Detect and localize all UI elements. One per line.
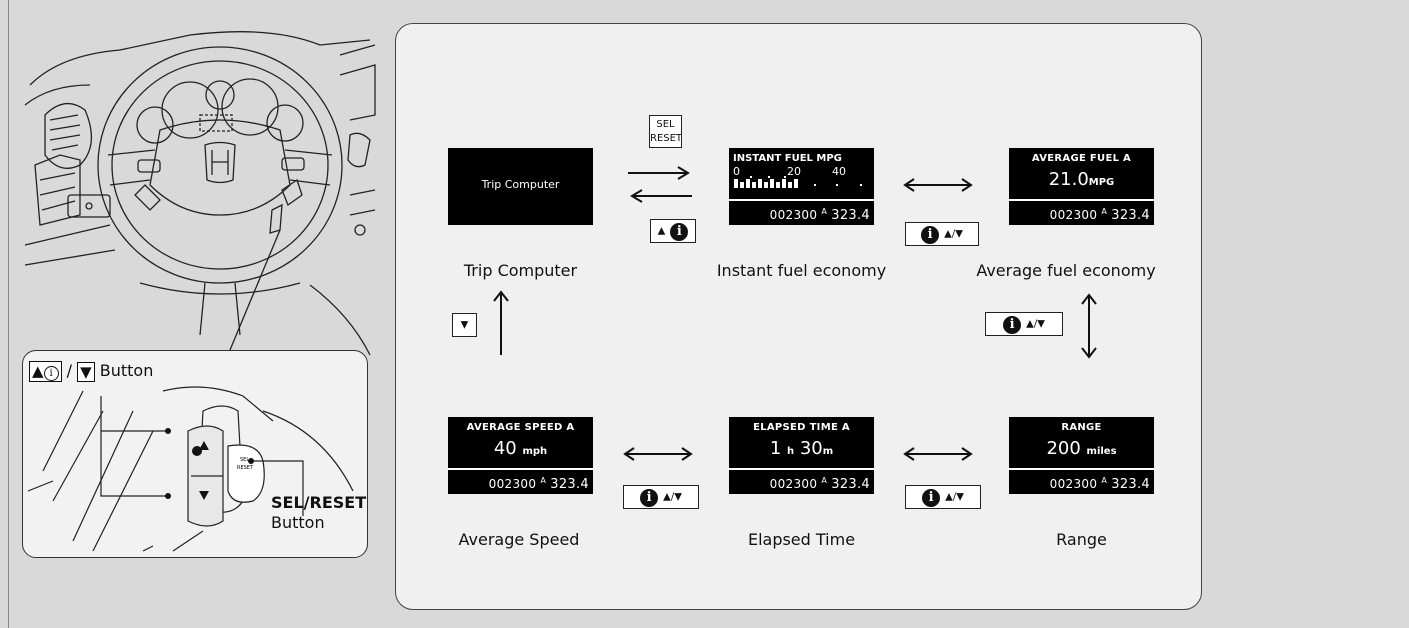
down-key: ▼ xyxy=(77,361,95,382)
trip-computer-screen: Trip Computer xyxy=(448,148,593,225)
odometer: 002300 A 323.4 xyxy=(1049,476,1150,492)
up-down-triangle-icon: ▲/▼ xyxy=(1026,318,1045,330)
info-icon: i xyxy=(670,222,689,241)
odometer: 002300 A 323.4 xyxy=(1049,207,1150,223)
range-screen: RANGE 200 miles 002300 A 323.4 xyxy=(1009,417,1154,494)
info-updown-key: i ▲/▼ xyxy=(905,485,981,509)
elapsed-time-header: ELAPSED TIME A xyxy=(753,422,850,433)
trip-computer-screen-text: Trip Computer xyxy=(481,178,560,191)
info-icon: i xyxy=(1003,315,1022,334)
instant-fuel-screen: INSTANT FUEL MPG 0 20 40 002300 A 323.4 xyxy=(729,148,874,225)
button-callout: SEL RESET ▲i / ▼ Button SEL/RESET Button xyxy=(22,350,368,558)
double-arrow-icon xyxy=(903,178,973,192)
sel-reset-key: SEL RESET xyxy=(649,115,682,148)
average-speed-value: 40 mph xyxy=(493,438,548,459)
sel-reset-key-line2: RESET xyxy=(650,133,683,144)
sel-reset-button-word: Button xyxy=(271,513,325,532)
sel-reset-label: SEL/RESET xyxy=(271,493,367,512)
trip-computer-flow-panel: Trip Computer Trip Computer SEL RESET ▲ … xyxy=(395,23,1202,610)
info-circle-icon: i xyxy=(43,366,59,381)
instant-fuel-header: INSTANT FUEL MPG xyxy=(733,153,842,164)
down-triangle-icon: ▼ xyxy=(460,319,469,331)
left-border xyxy=(8,0,9,628)
info-icon: i xyxy=(640,488,659,507)
down-triangle-icon: ▼ xyxy=(80,362,92,381)
vertical-double-arrow-icon xyxy=(1081,293,1097,359)
up-down-triangle-icon: ▲/▼ xyxy=(944,228,963,240)
button-detail-illustration: SEL RESET xyxy=(27,386,354,552)
up-arrow-icon xyxy=(493,290,509,355)
elapsed-time-caption: Elapsed Time xyxy=(747,530,856,549)
button-word: Button xyxy=(99,361,154,380)
up-down-triangle-icon: ▲/▼ xyxy=(663,491,682,503)
odometer: 002300 A 323.4 xyxy=(769,476,870,492)
svg-text:SEL: SEL xyxy=(240,457,249,463)
sel-reset-key-line1: SEL xyxy=(656,119,675,130)
info-updown-key: i ▲/▼ xyxy=(905,222,979,246)
average-fuel-screen: AVERAGE FUEL A 21.0MPG 002300 A 323.4 xyxy=(1009,148,1154,225)
fuel-bar-graph xyxy=(734,176,862,188)
average-fuel-value: 21.0MPG xyxy=(1048,169,1115,190)
info-icon: i xyxy=(921,225,940,244)
range-caption: Range xyxy=(1056,530,1107,549)
trip-computer-caption: Trip Computer xyxy=(463,261,578,280)
svg-text:RESET: RESET xyxy=(237,465,254,471)
instant-fuel-caption: Instant fuel economy xyxy=(716,261,887,280)
slash-text: / xyxy=(66,361,73,380)
info-updown-key: i ▲/▼ xyxy=(623,485,699,509)
sel-reset-arrows xyxy=(628,166,692,203)
odometer: 002300 A 323.4 xyxy=(769,207,870,223)
double-arrow-icon xyxy=(623,447,693,461)
info-icon: i xyxy=(922,488,941,507)
up-down-triangle-icon: ▲/▼ xyxy=(945,491,964,503)
average-fuel-header: AVERAGE FUEL A xyxy=(1031,153,1132,164)
up-info-key: ▲i xyxy=(29,361,62,382)
scale-20: 20 xyxy=(787,165,801,178)
range-value: 200 miles xyxy=(1046,438,1117,459)
average-fuel-caption: Average fuel economy xyxy=(976,261,1156,280)
scale-0: 0 xyxy=(733,165,740,178)
average-speed-caption: Average Speed xyxy=(458,530,580,549)
elapsed-time-screen: ELAPSED TIME A 1 h 30m 002300 A 323.4 xyxy=(729,417,874,494)
average-speed-header: AVERAGE SPEED A xyxy=(466,422,575,433)
down-key: ▼ xyxy=(452,313,477,337)
up-info-key: ▲ i xyxy=(650,219,696,243)
up-triangle-icon: ▲ xyxy=(32,362,44,380)
steering-wheel-illustration xyxy=(24,31,376,356)
odometer: 002300 A 323.4 xyxy=(488,476,589,492)
range-header: RANGE xyxy=(1061,422,1102,433)
double-arrow-icon xyxy=(903,447,973,461)
info-updown-key: i ▲/▼ xyxy=(985,312,1063,336)
up-info-down-button-label: ▲i / ▼ Button xyxy=(29,361,153,382)
average-speed-screen: AVERAGE SPEED A 40 mph 002300 A 323.4 xyxy=(448,417,593,494)
up-triangle-icon: ▲ xyxy=(657,225,666,237)
elapsed-time-value: 1 h 30m xyxy=(769,438,834,459)
scale-40: 40 xyxy=(832,165,846,178)
